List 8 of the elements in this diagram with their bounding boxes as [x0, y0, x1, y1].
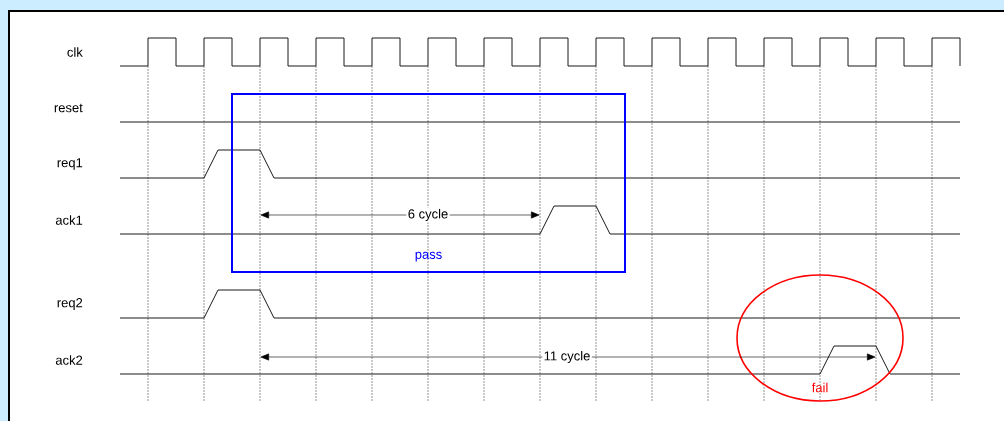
signal-name: req1 — [57, 158, 83, 170]
signal-name: req2 — [57, 298, 83, 310]
signal-name: reset — [54, 103, 83, 113]
signal-name: ack1 — [55, 215, 83, 225]
dimension-label: 11 cycle — [542, 349, 592, 365]
dimension-label: 6 cycle — [406, 207, 450, 223]
signal-name: ack2 — [55, 355, 83, 365]
signal-name: clk — [67, 47, 83, 57]
